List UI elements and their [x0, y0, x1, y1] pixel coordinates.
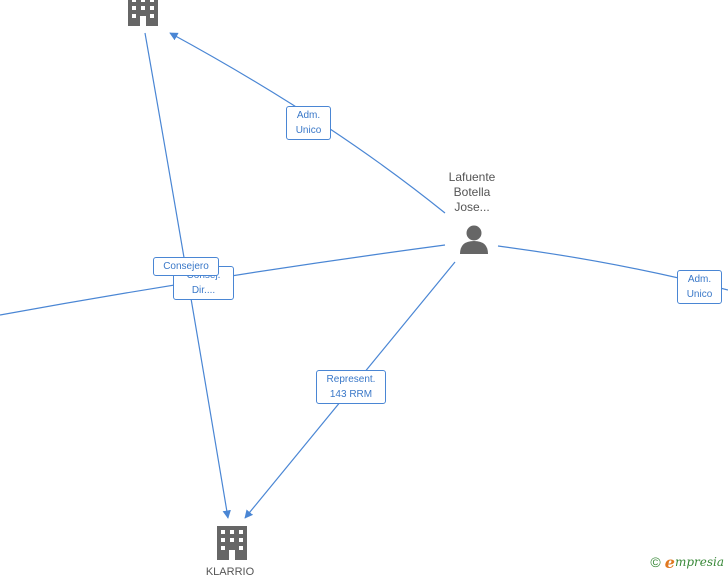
- edge-label-adm-unico-top[interactable]: Adm. Unico: [286, 106, 331, 140]
- edge-label-line: Dir....: [191, 285, 216, 296]
- brand-logo-text: mpresia: [674, 555, 724, 569]
- bottom-company-building-icon[interactable]: [217, 526, 247, 560]
- empresia-watermark: © e mpresia: [650, 552, 724, 572]
- person-name-line-1: Lafuente: [448, 170, 496, 184]
- copyright-symbol: ©: [650, 554, 661, 570]
- bottom-company-name[interactable]: KLARRIO: [205, 566, 255, 575]
- edge-label-adm-unico-right[interactable]: Adm. Unico: [677, 270, 722, 304]
- edge-label-line: 143 RRM: [329, 389, 373, 400]
- edge-label-line: Unico: [686, 289, 713, 300]
- edge-label-line: Adm.: [687, 274, 712, 285]
- edge-label-line: Consejero: [163, 261, 209, 272]
- edge-label-represent[interactable]: Represent. 143 RRM: [316, 370, 386, 404]
- edge-label-line: Represent.: [326, 374, 376, 385]
- edge-label-consejero[interactable]: Consejero: [153, 257, 219, 276]
- person-name-label[interactable]: Lafuente Botella Jose...: [427, 170, 517, 215]
- person-name-line-3: Jose...: [454, 200, 490, 214]
- brand-logo-initial: e: [664, 552, 675, 572]
- person-name-line-2: Botella: [453, 185, 491, 199]
- edge-label-line: Unico: [295, 125, 322, 136]
- top-company-building-icon[interactable]: [128, 0, 158, 26]
- edge-label-line: Adm.: [296, 110, 321, 121]
- person-icon[interactable]: [460, 225, 488, 255]
